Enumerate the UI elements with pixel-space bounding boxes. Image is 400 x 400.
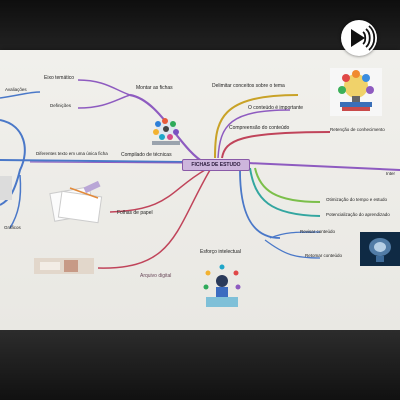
branch-inter	[247, 162, 400, 171]
node-eixo-tematico: Eixo temático	[44, 75, 75, 81]
branch-potencializacao	[249, 167, 321, 217]
node-compreensao: Compreensão do conteúdo	[229, 125, 290, 131]
node-folhas-papel: Folhas de papel	[117, 210, 153, 216]
top-shadow	[0, 0, 400, 50]
podcast-icon[interactable]	[341, 20, 377, 56]
books-image	[330, 68, 382, 116]
stationery-image	[48, 180, 106, 224]
branch-conteudo	[217, 109, 291, 159]
branch-avaliacoes	[0, 91, 41, 99]
branch-definicoes	[77, 94, 131, 109]
branch-compreensao	[221, 131, 331, 159]
bottom-shadow	[0, 330, 400, 400]
node-compilado: Compilado de técnicas	[121, 152, 172, 158]
digital-person-image	[200, 263, 244, 311]
node-definicoes: Definições	[50, 103, 72, 108]
left-edge-card	[0, 176, 12, 200]
node-avaliacoes: Avaliações	[5, 87, 27, 92]
node-conteudo-importante: O conteúdo é importante	[248, 105, 304, 111]
node-inter: Inter	[386, 171, 396, 176]
node-montar-fichas: Montar as fichas	[136, 85, 173, 91]
branch-arquivo	[97, 169, 211, 269]
brain-image	[360, 232, 400, 266]
node-esforco: Esforço intelectual	[200, 249, 241, 255]
branch-otimizacao	[254, 167, 321, 203]
node-retomar: Retomar conteúdo	[305, 253, 343, 258]
tech-collage-image	[146, 115, 186, 147]
branch-folhas	[109, 169, 206, 213]
node-arquivo-digital: Arquivo digital	[140, 273, 172, 279]
branch-compilado	[0, 159, 183, 163]
center-node: FICHAS DE ESTUDO	[182, 159, 250, 171]
branch-retomar	[264, 239, 321, 259]
node-retencao: Retenção de conhecimento	[330, 127, 385, 132]
node-delimitar: Delimitar conceitos sobre o tema	[212, 83, 285, 89]
node-otimizacao: Otimização do tempo e estudo	[326, 197, 388, 202]
node-graficos: Gráficos	[4, 225, 21, 230]
branch-compilado-purple	[29, 161, 183, 164]
node-potencializacao: Potencialização do aprendizado	[326, 212, 390, 217]
branch-delimitar	[214, 94, 299, 159]
branch-eixo	[77, 79, 131, 96]
branch-revisar	[269, 231, 321, 239]
node-revisar: Revisar conteúdo	[300, 229, 336, 234]
hands-image	[34, 258, 94, 274]
branch-graficos	[9, 174, 22, 229]
node-diferentes-textos: Diferentes texto em uma única ficha	[36, 151, 108, 156]
